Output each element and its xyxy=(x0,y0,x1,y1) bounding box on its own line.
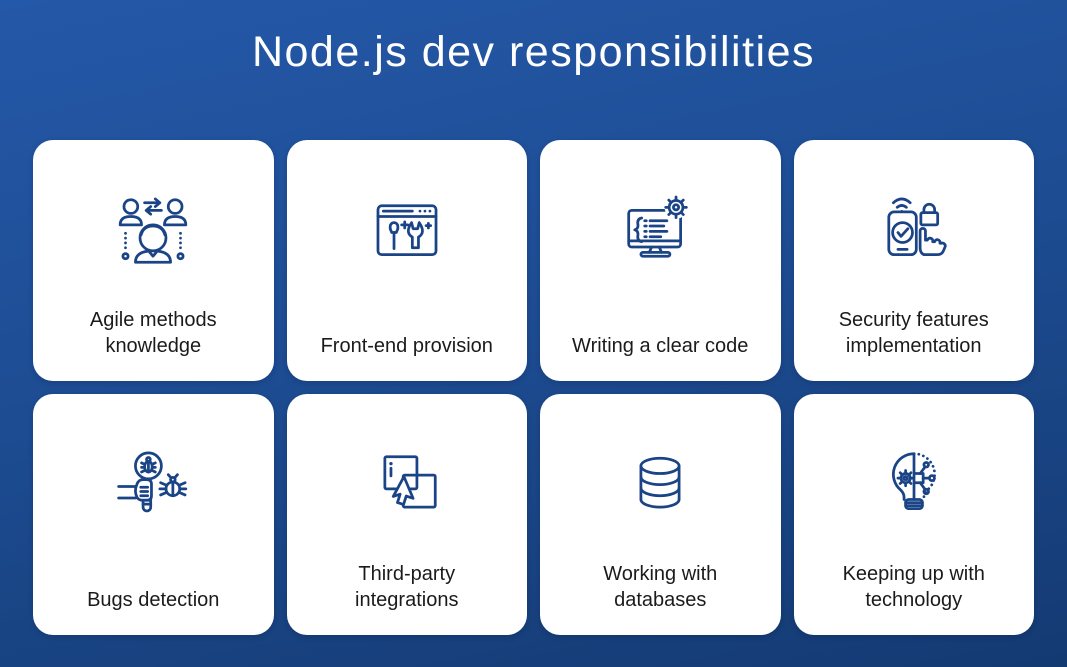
card-bugs-detection: Bugs detection xyxy=(33,393,274,635)
card-label: Agile methods knowledge xyxy=(89,308,217,357)
card-label: Security features implementation xyxy=(838,308,989,357)
card-technology: Keeping up with technology xyxy=(793,393,1034,635)
bulb-circuit-icon xyxy=(872,442,956,528)
card-label: Third-party integrations xyxy=(355,562,459,611)
card-third-party: Third-party integrations xyxy=(286,393,527,635)
team-exchange-icon xyxy=(111,188,195,274)
browser-tools-icon xyxy=(365,188,449,274)
page-title: Node.js dev responsibilities xyxy=(251,28,816,76)
monitor-code-gear-icon xyxy=(618,188,702,274)
card-databases: Working with databases xyxy=(540,393,781,635)
bug-magnifier-icon xyxy=(111,442,195,528)
card-label: Bugs detection xyxy=(87,588,220,611)
card-security-features: Security features implementation xyxy=(793,139,1034,381)
card-label: Keeping up with technology xyxy=(842,562,985,611)
card-grid: Agile methods knowledge F xyxy=(33,139,1034,635)
phone-security-check-icon xyxy=(872,188,956,274)
card-label: Working with databases xyxy=(603,562,718,611)
card-label: Front-end provision xyxy=(320,334,493,357)
card-label: Writing a clear code xyxy=(572,334,749,357)
card-clear-code: Writing a clear code xyxy=(540,139,781,381)
card-agile-methods: Agile methods knowledge xyxy=(33,139,274,381)
squares-cursor-icon xyxy=(365,442,449,528)
header: Node.js dev responsibilities xyxy=(0,0,1067,80)
card-front-end: Front-end provision xyxy=(286,139,527,381)
database-icon xyxy=(618,442,702,528)
